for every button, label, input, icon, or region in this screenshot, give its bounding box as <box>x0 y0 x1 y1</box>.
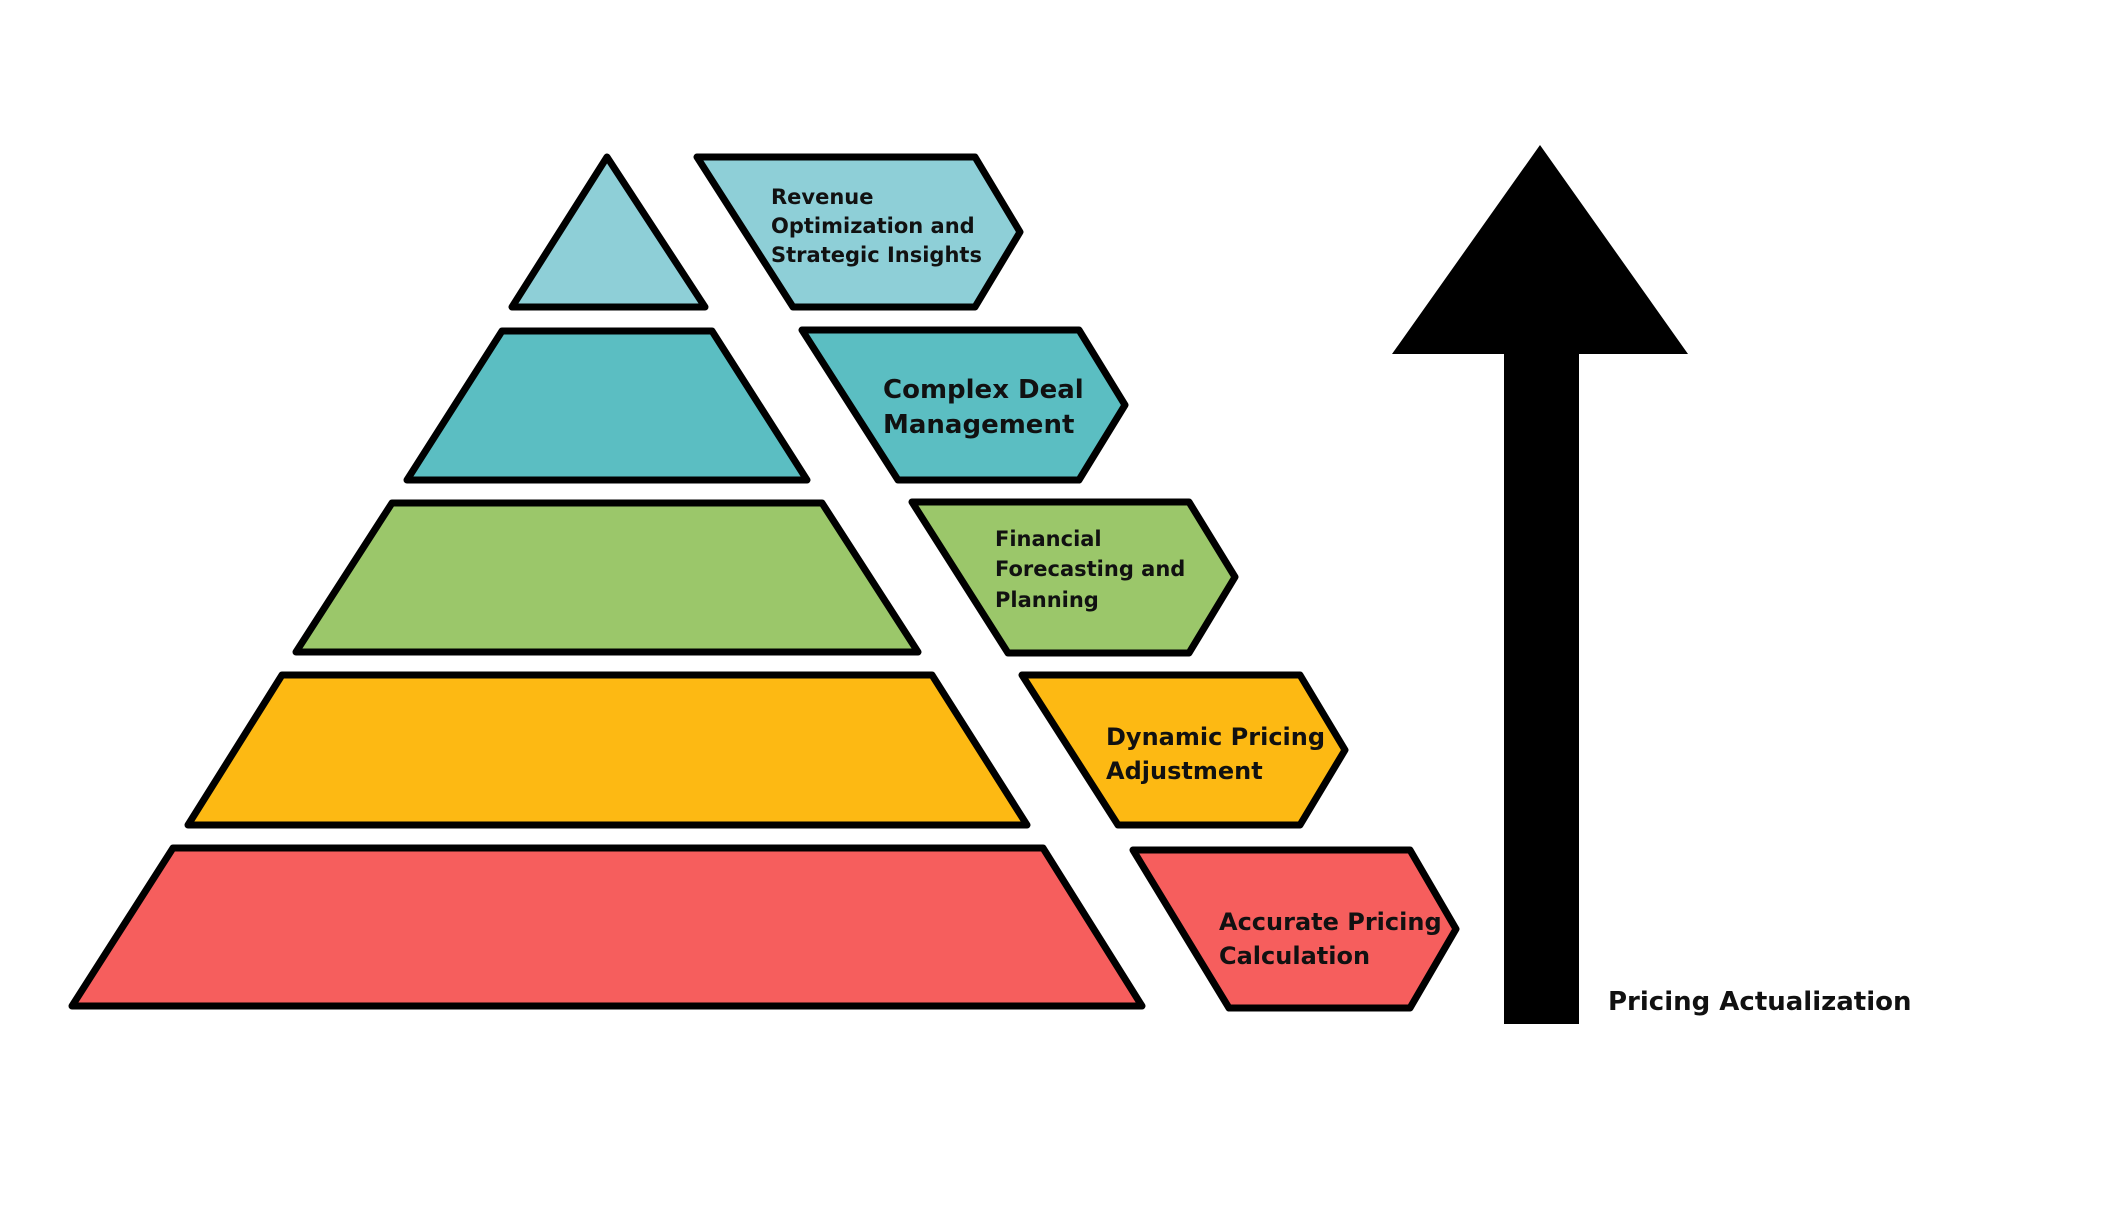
tag-top-label-line-2: Optimization and <box>771 214 975 238</box>
tag-second: Complex Deal Management <box>798 326 1129 484</box>
tag-fourth-label-line-1: Dynamic Pricing <box>1106 723 1325 751</box>
tag-base-shape <box>1129 846 1460 1012</box>
tag-fourth-label-line-2: Adjustment <box>1106 757 1263 785</box>
tag-middle: Financial Forecasting and Planning <box>908 498 1239 657</box>
pyramid-tier-top <box>508 153 709 311</box>
tag-fourth-shape <box>1018 671 1349 829</box>
tag-top-label-line-3: Strategic Insights <box>771 243 982 267</box>
pyramid-tier-fourth <box>184 671 1031 829</box>
tag-second-label-line-2: Management <box>883 410 1074 440</box>
tag-middle-label-line-2: Forecasting and <box>995 557 1185 581</box>
tag-second-label-line-1: Complex Deal <box>883 375 1084 405</box>
level-tags: Revenue Optimization and Strategic Insig… <box>693 153 1460 1012</box>
tag-middle-label-line-3: Planning <box>995 588 1099 612</box>
pyramid-tier-base <box>68 844 1146 1010</box>
arrow-up-icon <box>1392 145 1688 1024</box>
pyramid <box>68 153 1146 1010</box>
tag-middle-label-line-1: Financial <box>995 527 1102 551</box>
tag-top: Revenue Optimization and Strategic Insig… <box>693 153 1024 311</box>
tag-fourth-label: Dynamic Pricing Adjustment <box>1106 723 1333 785</box>
actualization-arrow: Pricing Actualization <box>1392 145 1912 1024</box>
tag-base-label-line-2: Calculation <box>1219 942 1370 970</box>
tag-middle-label: Financial Forecasting and Planning <box>995 527 1193 612</box>
tag-top-shape <box>693 153 1024 311</box>
pyramid-tier-second <box>403 327 811 484</box>
tag-base-label-line-1: Accurate Pricing <box>1219 908 1442 936</box>
tag-base-label: Accurate Pricing Calculation <box>1219 908 1450 970</box>
tag-top-label-line-1: Revenue <box>771 185 874 209</box>
tag-fourth: Dynamic Pricing Adjustment <box>1018 671 1349 829</box>
arrow-caption: Pricing Actualization <box>1608 987 1912 1017</box>
tag-base: Accurate Pricing Calculation <box>1129 846 1460 1012</box>
tag-top-label: Revenue Optimization and Strategic Insig… <box>771 185 982 267</box>
tag-second-shape <box>798 326 1129 484</box>
tag-middle-shape <box>908 498 1239 657</box>
tag-second-label: Complex Deal Management <box>883 375 1093 440</box>
pyramid-tier-middle <box>292 499 922 656</box>
